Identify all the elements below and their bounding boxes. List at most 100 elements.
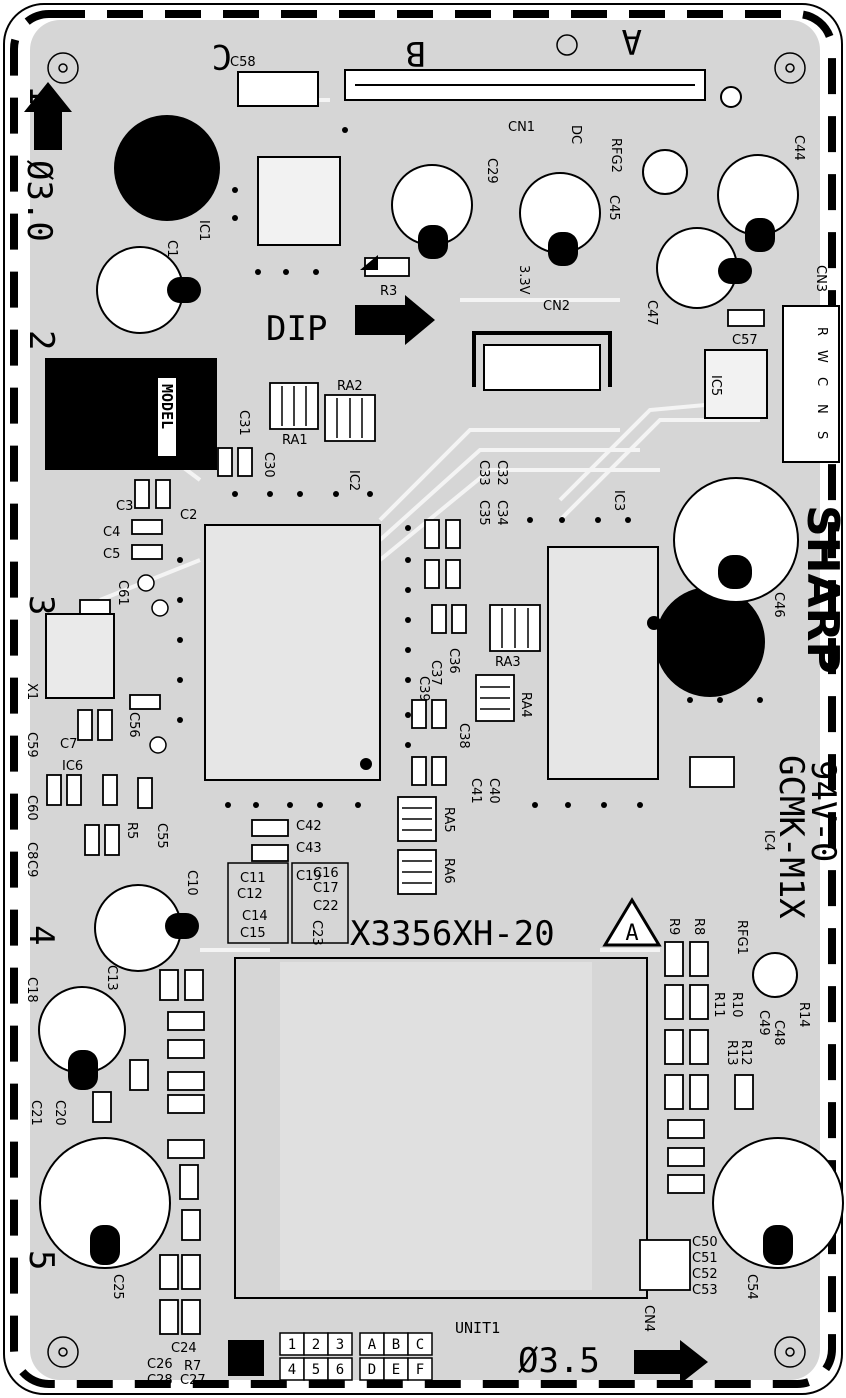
cap-label: C60 (24, 795, 39, 821)
cap-label: C45 (606, 195, 621, 221)
cn3-pin-label: N (814, 404, 829, 414)
cap-label: C40 (486, 778, 501, 804)
cn2-label: CN2 (543, 299, 570, 314)
cap-label: C21 (28, 1100, 43, 1126)
cap-label: C19 (296, 869, 322, 884)
cap-label: C12 (237, 887, 263, 902)
cap-label: C50 (692, 1235, 718, 1250)
cap-label: C39 (416, 676, 431, 702)
cn2-connector (472, 331, 612, 391)
cap-label: C56 (126, 712, 141, 738)
cn4-label: CN4 (641, 1305, 656, 1332)
cap-label: C33 (476, 460, 491, 486)
hole-arrow-bottom (634, 1340, 708, 1384)
cap-label: C7 (60, 737, 77, 752)
resistor-label: R12 (738, 1040, 753, 1066)
cap-label: C30 (261, 452, 276, 478)
cap-label: C31 (236, 410, 251, 436)
cap-label: C8 (24, 842, 39, 859)
cap-label: C25 (110, 1274, 125, 1300)
resistor-label: R14 (796, 1002, 811, 1028)
edge-number-2: 2 (21, 330, 61, 350)
resistor-label: R11 (711, 992, 726, 1018)
black-pad-right (655, 587, 765, 697)
manufacturer-code: GCMK-M1X (771, 755, 811, 919)
cap-label: C52 (692, 1267, 718, 1282)
ic1-body (257, 156, 341, 246)
cap-label: C32 (494, 460, 509, 486)
connector-b-label: B (406, 33, 426, 73)
cap-label: C10 (184, 870, 199, 896)
hole-arrow-left (24, 82, 72, 150)
unit-label: UNIT1 (455, 1319, 500, 1337)
edge-number-3: 3 (21, 595, 61, 615)
cap-label: C44 (791, 135, 806, 161)
hole-bottom-label: Ø3.5 (518, 1341, 600, 1381)
part-number: X3356XH-20 (350, 914, 555, 954)
dip-label: DIP (266, 309, 327, 349)
cap-label: C57 (732, 333, 758, 348)
black-pad-top (114, 115, 220, 221)
edge-number-5: 5 (21, 1250, 61, 1270)
ra2-label: RA2 (337, 379, 363, 394)
cap-label: C17 (313, 881, 339, 896)
unit-grid-cell: 4 (288, 1362, 296, 1378)
cn1-connector (344, 69, 706, 101)
unit-grid-cell: C (416, 1337, 424, 1353)
revision-triangle (602, 897, 662, 947)
resistor-label: R5 (124, 822, 139, 839)
board-outline (3, 3, 843, 1395)
unit-grid-cell: 5 (312, 1362, 320, 1378)
hole-left-label: Ø3.0 (19, 160, 59, 242)
resistor-label: R7 (184, 1359, 201, 1374)
flammability-label: 94V-0 (803, 760, 843, 862)
cap-label: C18 (24, 977, 39, 1003)
cap-label: C49 (756, 1010, 771, 1036)
resistor-label: R13 (724, 1040, 739, 1066)
unit-grid-cell: A (368, 1337, 377, 1353)
cap-label: C1 (164, 240, 179, 257)
unit-grid-cell: 1 (288, 1337, 296, 1353)
cap-label: C5 (103, 547, 120, 562)
cap-label: C43 (296, 841, 322, 856)
ra6-label: RA6 (441, 858, 456, 884)
cap-label: C13 (104, 965, 119, 991)
model-label: MODEL (158, 384, 176, 429)
cap-label: C20 (52, 1100, 67, 1126)
cap-label: C61 (115, 580, 130, 606)
cn3-pin-label: W (814, 350, 829, 363)
cap-label: C9 (24, 860, 39, 877)
cap-label: C28 (147, 1373, 173, 1388)
corner-a-label: A (622, 21, 642, 61)
ra3-label: RA3 (495, 655, 521, 670)
cap-label: C37 (428, 660, 443, 686)
rfg1-label: RFG1 (734, 920, 749, 955)
cap-label: C2 (180, 508, 197, 523)
cap-label: C46 (771, 592, 786, 618)
unit-grid-cell: D (368, 1362, 376, 1378)
cap-label: C22 (313, 899, 339, 914)
cn2-volt-label: 3.3V (516, 265, 531, 295)
ic3-body (547, 546, 659, 780)
cap-label: C4 (103, 525, 120, 540)
cn3-pin-label: S (814, 431, 829, 439)
cap-label: C47 (644, 300, 659, 326)
unit-grid-cell: F (416, 1362, 424, 1378)
cap-label: C24 (171, 1341, 197, 1356)
ra5-label: RA5 (441, 807, 456, 833)
ic5-label: IC5 (708, 375, 723, 396)
lcd-connector (234, 957, 648, 1299)
revision-label: A (625, 921, 638, 946)
edge-number-4: 4 (21, 925, 61, 945)
ic1-label: IC1 (196, 220, 211, 241)
edge-number-1: 1 (21, 85, 61, 105)
cn3-label: CN3 (813, 265, 828, 292)
ic3-label: IC3 (611, 490, 626, 511)
cap-label: C3 (116, 499, 133, 514)
cap-label: C15 (240, 926, 266, 941)
cap-label: C48 (771, 1020, 786, 1046)
cap-label: C23 (309, 920, 324, 946)
ic2-body (204, 524, 381, 781)
model-block (45, 358, 217, 470)
